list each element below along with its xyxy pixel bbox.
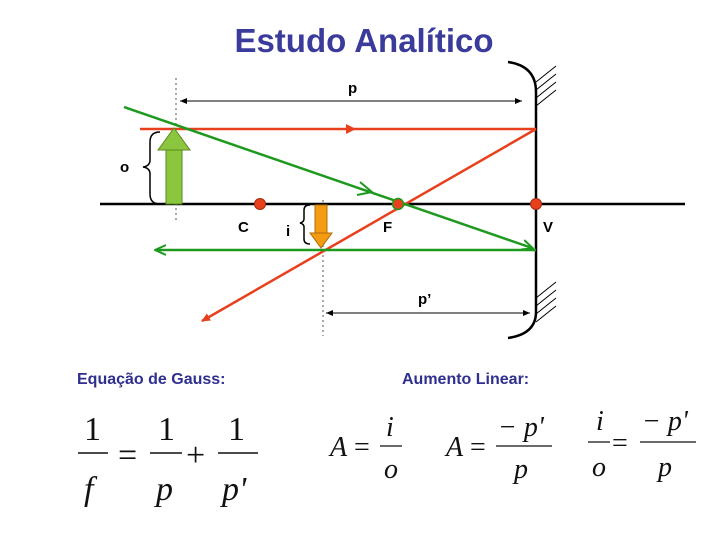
linear-eq3-numerator-right: − p' [642,406,689,437]
linear-eq1-numerator: i [386,412,394,443]
mirror-hatching-top [535,65,557,107]
gauss-lhs-numerator: 1 [84,411,101,448]
gauss-equals: = [118,437,137,474]
gauss-plus: + [186,437,205,474]
green-ray-direction-arrow [356,181,375,196]
image-arrow-shaft [314,204,328,236]
gauss-term2-denominator: p' [220,471,247,508]
object-distance-label: p [348,80,357,97]
vertex-label: V [543,219,553,236]
linear-magnification-equations: A = i o A = − p' p i o = − p' p [328,406,696,485]
gauss-lhs-denominator: f [84,471,98,508]
focus-label: F [383,219,392,236]
linear-eq2-equals: = [470,432,486,463]
image-size-brace [299,204,311,245]
gauss-equation: 1 f = 1 p + 1 p' [78,411,258,508]
image-arrow-head [309,232,333,249]
gauss-term2-numerator: 1 [228,411,245,448]
gauss-heading: Equação de Gauss: [77,371,226,388]
image-label: i [286,223,290,240]
red-ray-reflected [201,127,537,323]
gauss-term1-numerator: 1 [158,411,175,448]
vertex-point [530,198,542,210]
linear-eq3-denominator-left: o [592,452,606,483]
linear-eq3-denominator-right: p [656,452,672,483]
object-size-brace [142,131,161,205]
focus-point [391,197,405,211]
object-arrow-shaft [165,147,183,205]
image-distance-label: p’ [418,291,431,308]
center-of-curvature-point [254,198,266,210]
page-title: Estudo Analítico [234,22,494,59]
object-arrow-head [157,127,191,151]
linear-eq3-equals: = [612,428,628,459]
linear-eq1-A: A [328,432,348,463]
linear-eq1-equals: = [354,432,370,463]
linear-eq3-numerator-left: i [596,406,604,437]
linear-eq2-A: A [444,432,464,463]
linear-magnification-heading: Aumento Linear: [402,371,530,388]
mirror-hatching-bottom [535,281,557,323]
gauss-term1-denominator: p [154,471,173,508]
object-label: o [120,159,129,176]
green-ray-through-focus [123,105,532,248]
linear-eq2-denominator: p [512,454,528,485]
linear-eq1-denominator: o [384,454,398,485]
red-ray-direction-arrow [346,124,356,134]
center-label: C [238,219,249,236]
linear-eq2-numerator: − p' [498,412,545,443]
